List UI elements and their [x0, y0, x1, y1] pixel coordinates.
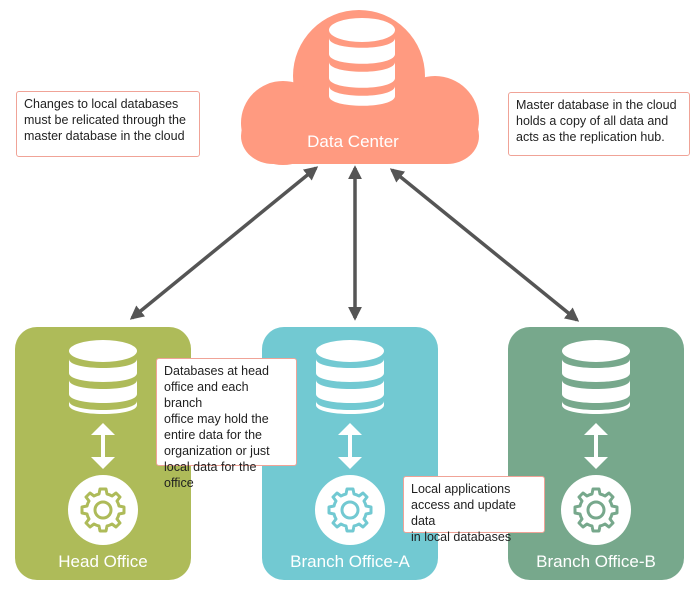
gear-icon [573, 487, 619, 533]
application-circle [315, 475, 385, 545]
note-database-scope: Databases at head office and each branch… [156, 358, 297, 490]
bidirectional-arrow-icon [91, 423, 115, 469]
note-line: Master database in the cloud [516, 98, 677, 112]
office-label: Branch Office-A [290, 552, 410, 571]
note-master-database: Master database in the cloud holds a cop… [508, 92, 690, 156]
office-label: Branch Office-B [536, 552, 656, 571]
note-replication-requirement: Changes to local databases must be relic… [16, 91, 200, 157]
database-icon [562, 340, 630, 414]
note-line: access and update data [411, 498, 516, 528]
office-branch-b: Branch Office-B [508, 327, 684, 580]
data-center-label: Data Center [307, 132, 399, 151]
note-line: holds a copy of all data and [516, 114, 669, 128]
database-icon [69, 340, 137, 414]
note-line: acts as the replication hub. [516, 130, 665, 144]
note-line: must be relicated through the [24, 113, 186, 127]
arrow-datacenter-branch-b [389, 168, 580, 322]
note-local-applications: Local applications access and update dat… [403, 476, 545, 544]
application-circle [561, 475, 631, 545]
note-line: master database in the cloud [24, 129, 185, 143]
note-line: local data for the office [164, 460, 257, 490]
note-line: Databases at head [164, 364, 269, 378]
note-line: Changes to local databases [24, 97, 179, 111]
note-line: entire data for the [164, 428, 262, 442]
database-icon [316, 340, 384, 414]
bidirectional-arrow-icon [338, 423, 362, 469]
application-circle [68, 475, 138, 545]
note-line: Local applications [411, 482, 511, 496]
database-icon [329, 18, 395, 106]
bidirectional-arrow-icon [584, 423, 608, 469]
data-center-cloud: Data Center [222, 8, 484, 166]
office-label: Head Office [58, 552, 148, 571]
note-line: office and each branch [164, 380, 249, 410]
note-line: organization or just [164, 444, 270, 458]
arrow-datacenter-headoffice [129, 166, 319, 320]
note-line: in local databases [411, 530, 512, 544]
gear-icon [80, 487, 126, 533]
note-line: office may hold the [164, 412, 269, 426]
gear-icon [327, 487, 373, 533]
